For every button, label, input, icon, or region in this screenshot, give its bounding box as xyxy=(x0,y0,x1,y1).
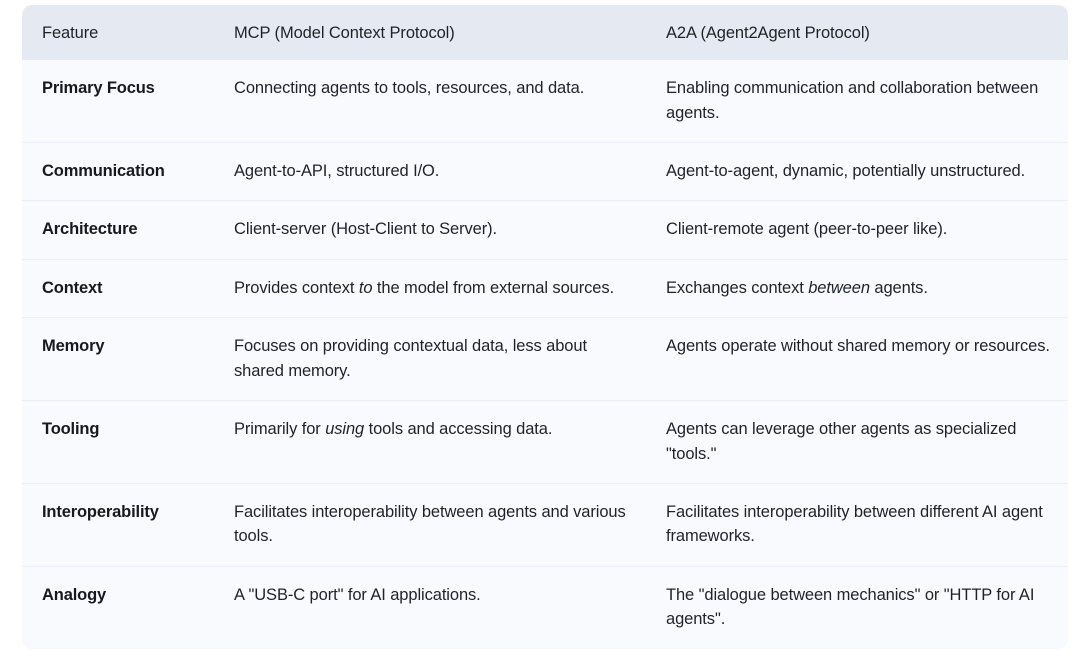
cell-mcp: Focuses on providing contextual data, le… xyxy=(216,317,648,401)
cell-mcp: A "USB-C port" for AI applications. xyxy=(216,565,648,649)
table-row: Primary Focus Connecting agents to tools,… xyxy=(22,60,1068,143)
cell-mcp: Primarily for using tools and accessing … xyxy=(216,400,648,484)
plain-text: the model from external sources. xyxy=(372,278,614,297)
cell-feature: Analogy xyxy=(22,565,216,649)
column-header-feature: Feature xyxy=(22,5,216,61)
cell-mcp: Connecting agents to tools, resources, a… xyxy=(234,79,585,98)
cell-mcp: Agent-to-API, structured I/O. xyxy=(216,142,648,201)
cell-a2a: Client-remote agent (peer-to-peer like). xyxy=(648,200,1068,260)
emphasized-text: to xyxy=(358,278,373,297)
cell-mcp: Facilitates interoperability between age… xyxy=(216,482,648,567)
cell-feature: Tooling xyxy=(22,400,216,484)
cell-mcp: Provides context to the model from exter… xyxy=(216,258,648,318)
cell-a2a: Agents operate without shared memory or … xyxy=(648,317,1068,401)
cell-feature: Memory xyxy=(22,317,216,401)
cell-feature: Context xyxy=(22,258,216,318)
column-header-mcp: MCP (Model Context Protocol) xyxy=(216,5,648,61)
emphasized-text: between xyxy=(808,278,870,297)
cell-a2a: The "dialogue between mechanics" or "HTT… xyxy=(648,565,1068,649)
plain-text: Provides context xyxy=(234,278,359,297)
cell-feature: Primary Focus xyxy=(42,79,155,98)
cell-feature: Architecture xyxy=(22,200,216,260)
plain-text: agents. xyxy=(869,278,928,297)
cell-feature: Communication xyxy=(22,142,216,201)
plain-text: Primarily for xyxy=(234,420,326,439)
table-header-row: Feature MCP (Model Context Protocol) A2A… xyxy=(22,5,1068,61)
plain-text: tools and accessing data. xyxy=(364,420,553,439)
mcp-vs-a2a-comparison-table: Feature MCP (Model Context Protocol) A2A… xyxy=(22,5,1068,649)
table-header: Feature MCP (Model Context Protocol) A2A… xyxy=(22,5,1068,61)
emphasized-text: using xyxy=(325,420,365,439)
plain-text: Exchanges context xyxy=(666,278,809,297)
cell-a2a: Enabling communication and collaboration… xyxy=(666,79,1039,122)
cell-a2a: Exchanges context between agents. xyxy=(648,258,1068,318)
comparison-table-container: Feature MCP (Model Context Protocol) A2A… xyxy=(22,5,1068,649)
cell-feature: Interoperability xyxy=(22,482,216,567)
cell-a2a: Agent-to-agent, dynamic, potentially uns… xyxy=(648,142,1068,201)
cell-a2a: Agents can leverage other agents as spec… xyxy=(648,400,1068,484)
table-body: Primary Focus Connecting agents to tools,… xyxy=(22,60,1068,649)
column-header-a2a: A2A (Agent2Agent Protocol) xyxy=(648,5,1068,61)
cell-mcp: Client-server (Host-Client to Server). xyxy=(216,200,648,260)
cell-a2a: Facilitates interoperability between dif… xyxy=(648,482,1068,567)
